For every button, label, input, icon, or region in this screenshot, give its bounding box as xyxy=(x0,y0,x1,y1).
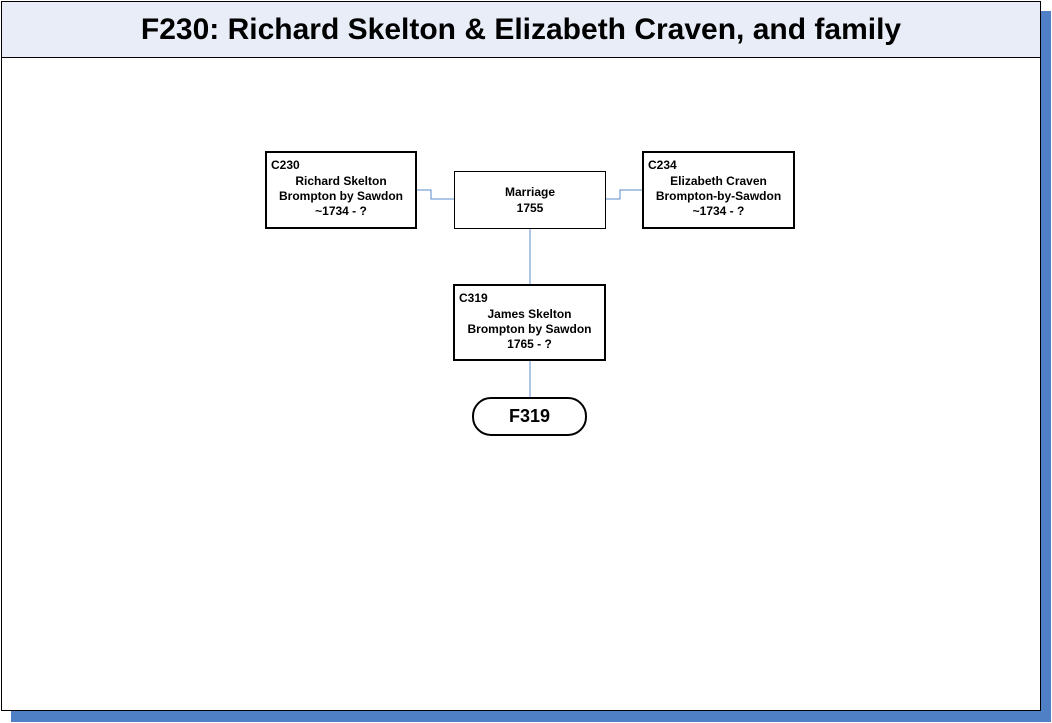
title-bar: F230: Richard Skelton & Elizabeth Craven… xyxy=(2,2,1040,58)
father-marriage-connector xyxy=(416,189,454,200)
child-family-label: F319 xyxy=(508,406,551,426)
person-box-father[interactable]: C230 Richard Skelton Brompton by Sawdon … xyxy=(265,151,417,229)
person-name: James Skelton xyxy=(487,307,572,321)
person-place: Brompton-by-Sawdon xyxy=(655,189,782,203)
person-dates: 1765 - ? xyxy=(507,337,552,351)
page-title: F230: Richard Skelton & Elizabeth Craven… xyxy=(140,12,902,46)
person-name: Richard Skelton xyxy=(295,174,387,188)
person-place: Brompton by Sawdon xyxy=(279,189,403,203)
marriage-year: 1755 xyxy=(516,201,544,215)
mother-marriage-connector xyxy=(605,189,642,200)
person-name: Elizabeth Craven xyxy=(670,174,767,188)
person-box-child[interactable]: C319 James Skelton Brompton by Sawdon 17… xyxy=(453,284,606,361)
person-place: Brompton by Sawdon xyxy=(467,322,592,336)
person-dates: ~1734 - ? xyxy=(315,204,367,218)
person-code: C230 xyxy=(271,158,300,172)
person-code: C319 xyxy=(459,291,488,305)
person-dates: ~1734 - ? xyxy=(692,204,745,218)
person-code: C234 xyxy=(648,158,677,172)
marriage-label: Marriage xyxy=(504,185,556,199)
child-family-link[interactable]: F319 xyxy=(472,397,587,436)
person-box-mother[interactable]: C234 Elizabeth Craven Brompton-by-Sawdon… xyxy=(642,151,795,229)
marriage-box[interactable]: Marriage 1755 xyxy=(454,171,606,229)
